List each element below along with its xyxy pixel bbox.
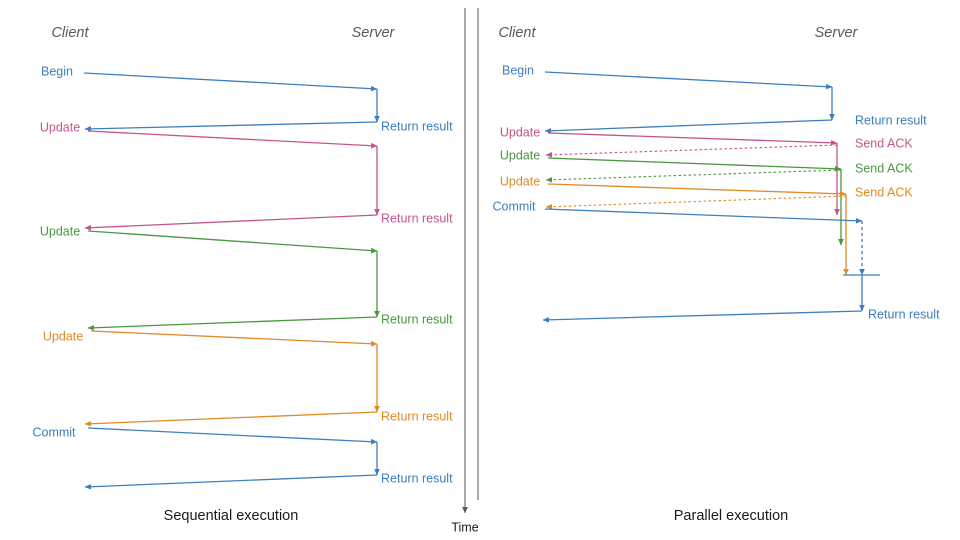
parallel-actor-client: Client [498, 25, 536, 41]
sequential-label-seq-update-3: Update [43, 329, 83, 343]
sequential-caption: Sequential execution [164, 508, 299, 524]
parallel-arrow-par-ack-3 [545, 195, 847, 210]
parallel-arrow-par-begin [544, 71, 833, 90]
parallel-label-par-update-2: Update [500, 148, 540, 162]
parallel-label-par-ack-2: Send ACK [855, 161, 913, 175]
parallel-label-par-update-3: Update [500, 174, 540, 188]
parallel-arrow-par-return-1 [544, 119, 833, 134]
parallel-actor-server: Server [815, 25, 859, 41]
sequential-arrow-seq-return-1 [84, 121, 378, 132]
sequential-actor-server: Server [352, 25, 396, 41]
sequential-arrow-seq-update-2 [87, 230, 378, 254]
sequential-arrow-seq-return-4 [84, 411, 378, 427]
sequential-label-seq-commit: Commit [32, 425, 76, 439]
parallel-arrow-par-ack-1 [545, 144, 838, 158]
sequential-label-seq-begin: Begin [41, 64, 73, 78]
parallel-arrow-par-ack-2 [545, 169, 842, 183]
parallel-label-par-ack-1: Send ACK [855, 136, 913, 150]
parallel-arrow-par-commit [544, 208, 863, 224]
parallel-label-par-commit: Commit [492, 199, 536, 213]
sequential-arrow-seq-return-3 [87, 316, 378, 331]
parallel-label-par-update-1: Update [500, 125, 540, 139]
sequential-arrow-seq-commit [87, 427, 378, 445]
sequential-label-seq-return-4: Return result [381, 409, 453, 423]
sequential-arrow-seq-update-1 [87, 130, 378, 149]
sequential-arrow-seq-return-2 [84, 214, 378, 231]
sequential-label-seq-return-2: Return result [381, 211, 453, 225]
sequential-arrow-seq-return-5 [84, 474, 378, 490]
parallel-arrow-par-update-2 [547, 157, 842, 172]
parallel-label-par-return-2: Return result [868, 307, 940, 321]
sequential-arrow-seq-update-3 [90, 330, 378, 347]
parallel-label-par-begin: Begin [502, 63, 534, 77]
parallel-arrow-par-update-3 [547, 183, 847, 197]
sequential-label-seq-return-3: Return result [381, 312, 453, 326]
time-axis-label: Time [451, 520, 478, 534]
time-axis: Time [451, 8, 479, 534]
parallel-arrow-par-update-1 [547, 132, 838, 146]
parallel-label-par-ack-3: Send ACK [855, 185, 913, 199]
parallel-label-par-return-1: Return result [855, 113, 927, 127]
sequential-label-seq-return-5: Return result [381, 471, 453, 485]
sequential-label-seq-update-1: Update [40, 120, 80, 134]
sequential-label-seq-return-1: Return result [381, 119, 453, 133]
sequential-actor-client: Client [51, 25, 89, 41]
sequential-arrow-seq-begin [83, 72, 378, 92]
parallel-caption: Parallel execution [674, 508, 788, 524]
sequential-label-seq-update-2: Update [40, 224, 80, 238]
parallel-arrow-par-return-2 [542, 310, 863, 323]
